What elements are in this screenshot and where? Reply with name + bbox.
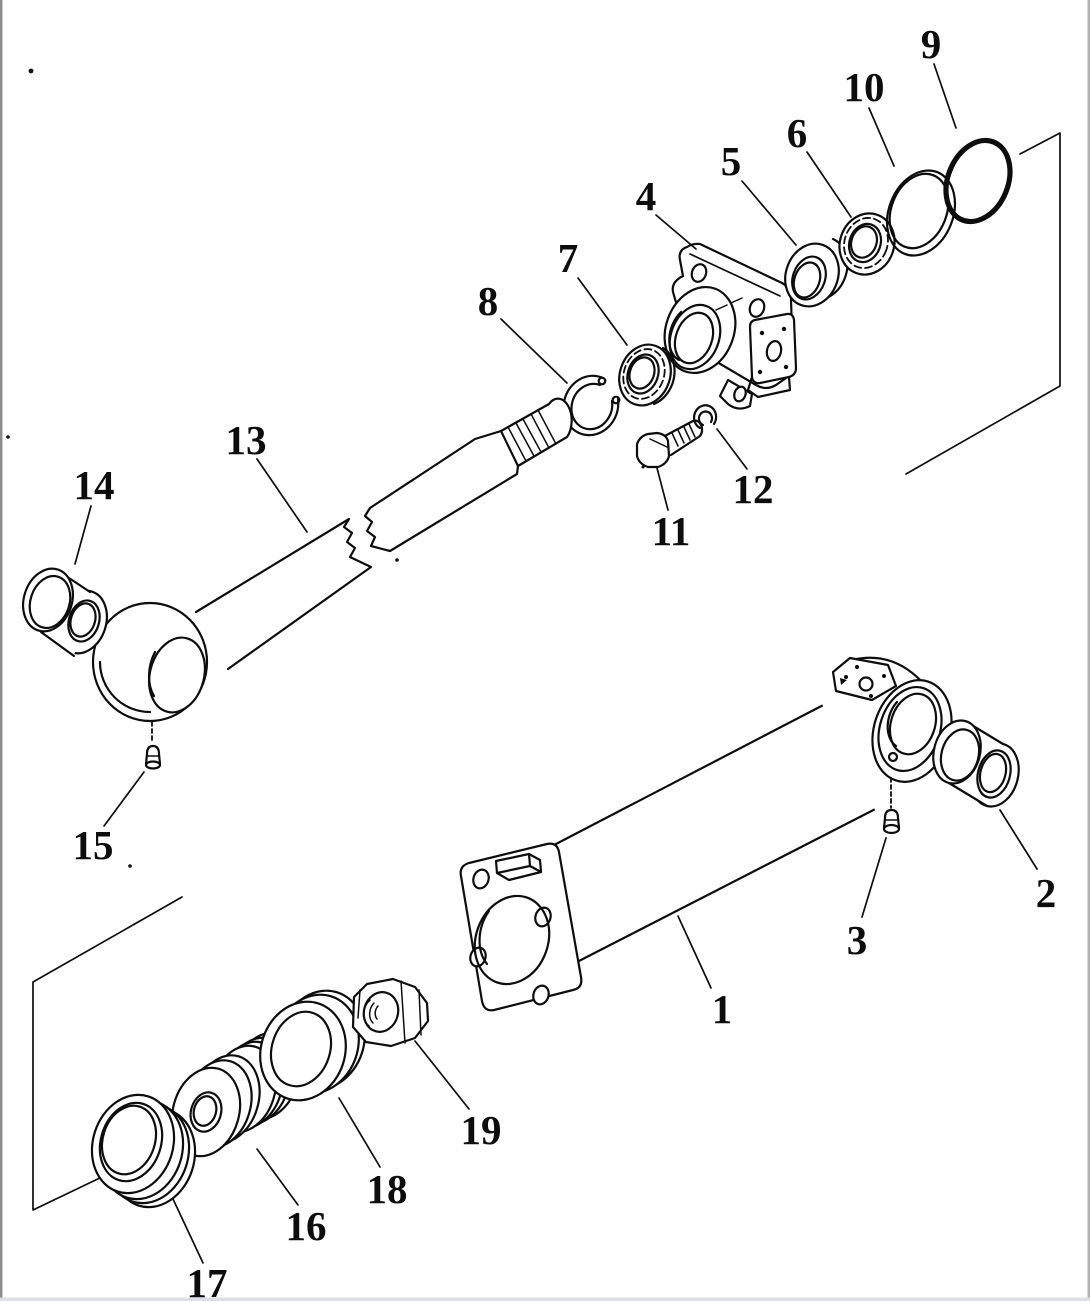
- left-scan-edge: [0, 0, 3, 1301]
- leader-line-4: [655, 214, 697, 250]
- leader-line-5: [741, 180, 797, 246]
- bolt-head: [635, 431, 671, 469]
- part-label-6: 6: [787, 110, 808, 156]
- part-label-10: 10: [844, 64, 885, 110]
- part-11-bolt: [635, 419, 704, 469]
- leader-line-9: [933, 63, 957, 129]
- top-right-bracket: [905, 132, 1061, 475]
- part-7-dust-seal: [618, 343, 676, 407]
- leader-line-14: [74, 505, 92, 565]
- leader-line-7: [577, 277, 628, 346]
- part-18-wear-ring: [259, 989, 366, 1102]
- leader-line-3: [861, 837, 887, 918]
- leader-line-6: [806, 151, 852, 218]
- part-6-packing-ring: [838, 212, 896, 276]
- bottom-scan-edge: [0, 1297, 1090, 1301]
- part-label-9: 9: [921, 21, 942, 67]
- part-9-o-ring: [943, 137, 1013, 225]
- leader-line-12: [716, 428, 748, 470]
- part-label-19: 19: [461, 1107, 502, 1153]
- corner-brackets: [32, 132, 1061, 1211]
- part-label-11: 11: [652, 508, 691, 554]
- part-label-4: 4: [636, 173, 657, 219]
- leader-line-17: [172, 1198, 204, 1264]
- part-3-grease-fitting: [882, 777, 901, 835]
- rod-threads: [499, 397, 573, 468]
- part-label-1: 1: [712, 986, 733, 1032]
- leader-line-13: [256, 458, 308, 533]
- leader-line-10: [868, 107, 895, 167]
- leader-line-19: [414, 1040, 470, 1110]
- leader-line-16: [256, 1148, 299, 1206]
- leader-line-2: [999, 809, 1038, 870]
- part-17-piston-seal: [90, 1093, 197, 1209]
- bottom-left-bracket: [32, 896, 183, 1211]
- part-13-piston-rod: [91, 397, 573, 723]
- part-label-12: 12: [733, 466, 774, 512]
- leader-line-15: [103, 771, 145, 827]
- part-label-17: 17: [187, 1260, 228, 1301]
- cylinder-flange: [459, 842, 583, 1012]
- leader-line-11: [656, 467, 669, 511]
- part-label-16: 16: [286, 1203, 327, 1249]
- part-15-grease-fitting: [144, 721, 162, 770]
- part-label-13: 13: [226, 417, 267, 463]
- scan-specks: [6, 68, 645, 868]
- part-label-14: 14: [74, 462, 115, 508]
- part-10-backup-ring: [885, 169, 957, 257]
- part-2-bushing: [932, 719, 1020, 808]
- part-label-8: 8: [478, 278, 499, 324]
- gland-port-block: [748, 312, 798, 385]
- part-label-18: 18: [367, 1166, 408, 1212]
- part-1-cylinder-tube: [459, 656, 953, 1012]
- part-label-15: 15: [73, 822, 114, 868]
- part-label-3: 3: [847, 917, 868, 963]
- part-12-lock-washer: [692, 404, 718, 430]
- part-label-5: 5: [721, 138, 742, 184]
- part-label-7: 7: [558, 235, 579, 281]
- part-label-2: 2: [1036, 870, 1057, 916]
- part-4-cylinder-head: [663, 242, 798, 410]
- head-port-block: [831, 656, 898, 702]
- right-scan-edge: [1087, 0, 1090, 1301]
- leader-line-18: [338, 1097, 381, 1168]
- part-19-nut: [351, 977, 430, 1048]
- part-14-eye-bushing: [22, 567, 108, 658]
- part-5-bushing-ring: [784, 237, 849, 308]
- leader-line-8: [500, 318, 568, 384]
- leader-line-1: [677, 915, 712, 989]
